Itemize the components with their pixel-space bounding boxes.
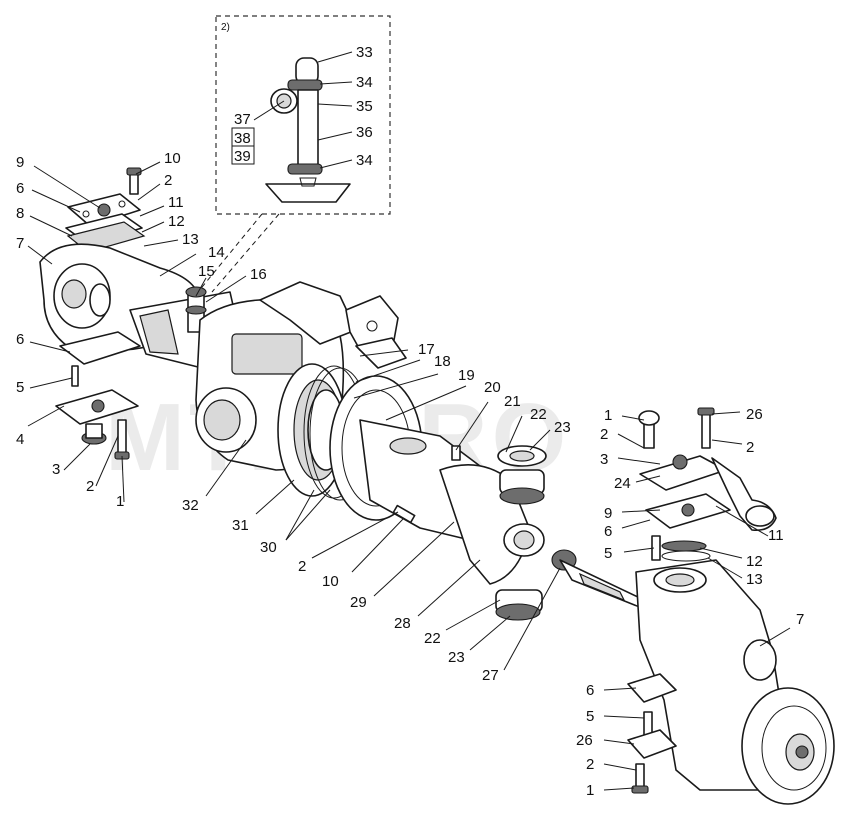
callout-5: 5 bbox=[586, 708, 594, 725]
callout-30: 30 bbox=[260, 539, 277, 556]
callout-2: 2 bbox=[586, 756, 594, 773]
callout-2: 2 bbox=[600, 426, 608, 443]
callout-12: 12 bbox=[168, 213, 185, 230]
callout-34: 34 bbox=[356, 152, 373, 169]
callout-4: 4 bbox=[16, 431, 24, 448]
callout-34: 34 bbox=[356, 74, 373, 91]
leader-lines bbox=[27, 51, 791, 791]
callout-6: 6 bbox=[586, 682, 594, 699]
callout-16: 16 bbox=[250, 266, 267, 283]
callout-1: 1 bbox=[586, 782, 594, 799]
callout-6: 6 bbox=[16, 331, 24, 348]
callout-20: 20 bbox=[484, 379, 501, 396]
callout-2: 2 bbox=[298, 558, 306, 575]
callout-23: 23 bbox=[448, 649, 465, 666]
callout-2: 2 bbox=[746, 439, 754, 456]
callout-15: 15 bbox=[198, 263, 215, 280]
callout-19: 19 bbox=[458, 367, 475, 384]
callout-1: 1 bbox=[116, 493, 124, 510]
callout-24: 24 bbox=[614, 475, 631, 492]
callout-6: 6 bbox=[604, 523, 612, 540]
right-knuckle-assembly bbox=[627, 407, 835, 805]
callout-23: 23 bbox=[554, 419, 571, 436]
callout-5: 5 bbox=[604, 545, 612, 562]
callout-7: 7 bbox=[16, 235, 24, 252]
callout-31: 31 bbox=[232, 517, 249, 534]
callout-29: 29 bbox=[350, 594, 367, 611]
callout-37: 37 bbox=[234, 111, 251, 128]
callout-27: 27 bbox=[482, 667, 499, 684]
callout-26: 26 bbox=[576, 732, 593, 749]
callout-38: 38 bbox=[234, 130, 251, 147]
callout-21: 21 bbox=[504, 393, 521, 410]
callout-33: 33 bbox=[356, 44, 373, 61]
callout-35: 35 bbox=[356, 98, 373, 115]
callout-2: 2 bbox=[164, 172, 172, 189]
callout-14: 14 bbox=[208, 244, 225, 261]
callout-28: 28 bbox=[394, 615, 411, 632]
universal-joint-center bbox=[495, 445, 547, 621]
callout-32: 32 bbox=[182, 497, 199, 514]
callout-12: 12 bbox=[746, 553, 763, 570]
callout-8: 8 bbox=[16, 205, 24, 222]
callout-18: 18 bbox=[434, 353, 451, 370]
axle-right-tube bbox=[359, 419, 531, 585]
callout-labels: 33 34 35 37 38 39 36 34 9 10 6 2 8 11 12… bbox=[16, 44, 804, 799]
callout-22: 22 bbox=[424, 630, 441, 647]
callout-10: 10 bbox=[164, 150, 181, 167]
callout-3: 3 bbox=[52, 461, 60, 478]
callout-39: 39 bbox=[234, 148, 251, 165]
callout-3: 3 bbox=[600, 451, 608, 468]
callout-1: 1 bbox=[604, 407, 612, 424]
callout-10: 10 bbox=[322, 573, 339, 590]
callout-6: 6 bbox=[16, 180, 24, 197]
callout-22: 22 bbox=[530, 406, 547, 423]
callout-9: 9 bbox=[16, 154, 24, 171]
callout-9: 9 bbox=[604, 505, 612, 522]
callout-26: 26 bbox=[746, 406, 763, 423]
inset-label: 2) bbox=[221, 22, 230, 33]
callout-7: 7 bbox=[796, 611, 804, 628]
callout-13: 13 bbox=[746, 571, 763, 588]
callout-13: 13 bbox=[182, 231, 199, 248]
callout-36: 36 bbox=[356, 124, 373, 141]
callout-17: 17 bbox=[418, 341, 435, 358]
callout-5: 5 bbox=[16, 379, 24, 396]
callout-11: 11 bbox=[168, 194, 184, 211]
callout-2: 2 bbox=[86, 478, 94, 495]
callout-11: 11 bbox=[768, 527, 784, 544]
